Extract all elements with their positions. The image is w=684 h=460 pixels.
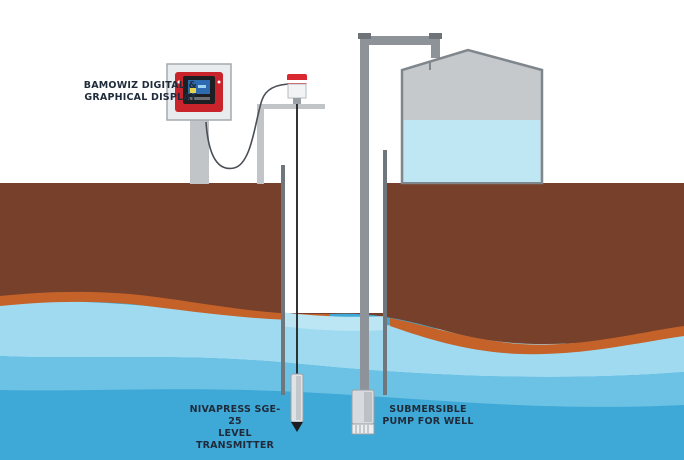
transmitter-casing-left (281, 165, 285, 395)
tank-water (403, 120, 541, 182)
storage-tank (400, 48, 544, 185)
pump-casing-right (383, 150, 387, 395)
pipe-coupling-2 (429, 33, 442, 39)
soil-orange-edge (0, 291, 330, 321)
pump-body-shade (364, 392, 372, 422)
display-button-row (188, 97, 210, 100)
borehole (281, 183, 387, 313)
water-mid-band (0, 356, 684, 407)
transmitter-label: NIVAPRESS SGE-25 LEVEL TRANSMITTER (187, 404, 283, 452)
pump-label-line-2: PUMP FOR WELL (382, 416, 474, 427)
display-screen-bar2 (198, 85, 206, 88)
pump-pipe (358, 33, 442, 396)
signal-cable (205, 83, 293, 170)
pump-label: SUBMERSIBLE PUMP FOR WELL (380, 404, 476, 428)
submersible-pump (351, 389, 375, 435)
pump-label-line-1: SUBMERSIBLE (389, 404, 467, 415)
pump-pipe-elbow (431, 36, 440, 58)
display-screen-bar (190, 88, 196, 93)
transmitter-head (286, 74, 308, 104)
bracket-arm (257, 104, 325, 109)
probe-shade (296, 376, 301, 420)
pipe-coupling-1 (358, 33, 371, 39)
pump-pipe-horizontal (360, 36, 440, 45)
bracket-post (257, 105, 264, 184)
water-light-band (0, 300, 684, 378)
probe-tip (291, 422, 303, 432)
pump-pipe-vertical (360, 36, 369, 396)
transmitter-cap-band (286, 80, 308, 83)
transmitter-label-line-1: NIVAPRESS SGE-25 (189, 404, 281, 427)
soil-orange-edge-right (390, 318, 684, 355)
display-label: BAMOWIZ DIGITAL & GRAPHICAL DISPLAY (82, 80, 197, 104)
level-transmitter-probe (290, 373, 304, 432)
display-post (190, 113, 209, 184)
pump-intake (351, 423, 375, 435)
transmitter-label-line-2: LEVEL TRANSMITTER (195, 428, 275, 451)
display-label-line-2: GRAPHICAL DISPLAY (84, 92, 197, 103)
display-label-line-1: BAMOWIZ DIGITAL & (83, 80, 197, 91)
display-unit (166, 63, 232, 121)
transmitter-body (287, 83, 307, 99)
display-led-left (177, 80, 181, 84)
display-led-right (217, 80, 221, 84)
transmitter-neck (293, 98, 301, 104)
